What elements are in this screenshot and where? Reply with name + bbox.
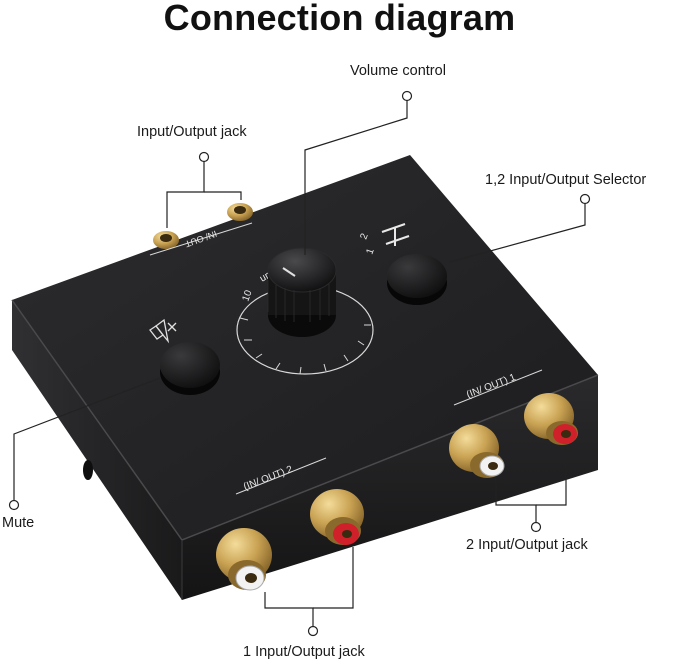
label-sel-2: 2 [358,232,370,241]
volume-knob[interactable] [267,247,337,337]
jack-1-label: 1 Input/Output jack [243,644,365,660]
jack-1-white [216,528,272,591]
callout-lines [8,90,591,637]
mute-button[interactable] [160,342,220,395]
selector-button[interactable] [387,254,447,305]
jack-2-white [449,424,505,478]
jack-2-red [524,393,578,445]
jack-2-label: 2 Input/Output jack [466,537,588,553]
volume-control-label: Volume control [350,63,446,79]
page-title: Connection diagram [163,0,516,38]
selector-switch-icon [381,223,410,246]
input-output-jack-top-label: Input/Output jack [137,124,247,140]
jack-1-red [310,489,364,545]
selector-label: 1,2 Input/Output Selector [485,172,647,188]
label-sel-1: 1 [364,247,376,256]
top-jack-right [227,203,253,221]
mute-label: Mute [2,515,35,531]
audio-switch-device: IN/ OUT 10 ume [11,155,599,600]
label-ten: 10 [240,288,254,303]
speaker-mute-icon [149,318,177,344]
top-jack-left [153,231,179,249]
